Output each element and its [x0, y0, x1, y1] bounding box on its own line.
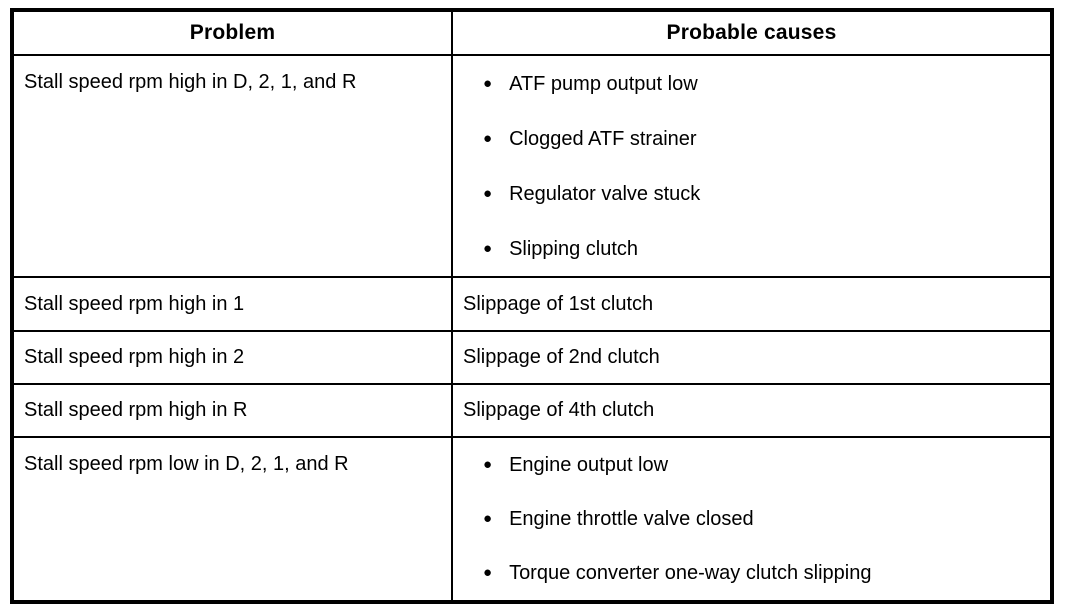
table-row-stall-high-1: Stall speed rpm high in 1 Slippage of 1s…: [11, 276, 1053, 332]
bullet-icon: ●: [483, 75, 493, 92]
cause-item: ● Clogged ATF strainer: [453, 111, 1050, 166]
bullet-icon: ●: [483, 456, 493, 474]
causes-cell: ● ATF pump output low ● Clogged ATF stra…: [451, 53, 1053, 279]
table-row-stall-high-2: Stall speed rpm high in 2 Slippage of 2n…: [11, 329, 1053, 385]
cause-text: Engine output low: [509, 453, 669, 476]
bullet-icon: ●: [483, 564, 493, 582]
cause-item: ● ATF pump output low: [453, 56, 1050, 111]
causes-cell: Slippage of 4th clutch: [451, 382, 1053, 438]
table-row-stall-high-all: Stall speed rpm high in D, 2, 1, and R ●…: [11, 53, 1053, 279]
table-row-stall-low-all: Stall speed rpm low in D, 2, 1, and R ● …: [11, 435, 1053, 604]
causes-cell: ● Engine output low ● Engine throttle va…: [451, 435, 1053, 604]
cause-item: ● Torque converter one-way clutch slippi…: [453, 546, 1050, 600]
cause-text: Torque converter one-way clutch slipping: [509, 561, 872, 584]
cause-text: Regulator valve stuck: [509, 182, 701, 205]
column-header-probable-causes: Probable causes: [451, 9, 1053, 56]
cause-text: Clogged ATF strainer: [509, 127, 697, 150]
cause-text: Engine throttle valve closed: [509, 507, 754, 530]
problem-cell: Stall speed rpm high in 1: [11, 276, 453, 332]
bullet-icon: ●: [483, 510, 493, 528]
cause-item: ● Slipping clutch: [453, 221, 1050, 276]
bullet-icon: ●: [483, 240, 493, 257]
bullet-icon: ●: [483, 185, 493, 202]
table-row-stall-high-r: Stall speed rpm high in R Slippage of 4t…: [11, 382, 1053, 438]
causes-cell: Slippage of 2nd clutch: [451, 329, 1053, 385]
causes-cell: Slippage of 1st clutch: [451, 276, 1053, 332]
cause-item: ● Engine throttle valve closed: [453, 492, 1050, 546]
cause-item: ● Engine output low: [453, 438, 1050, 492]
cause-text: ATF pump output low: [509, 72, 698, 95]
problem-cell: Stall speed rpm low in D, 2, 1, and R: [11, 435, 453, 604]
header-row: Problem Probable causes: [11, 9, 1053, 56]
column-header-problem: Problem: [11, 9, 453, 56]
problem-cell: Stall speed rpm high in D, 2, 1, and R: [11, 53, 453, 279]
cause-item: ● Regulator valve stuck: [453, 166, 1050, 221]
troubleshooting-table: Problem Probable causes Stall speed rpm …: [10, 8, 1054, 604]
problem-cell: Stall speed rpm high in R: [11, 382, 453, 438]
cause-text: Slipping clutch: [509, 237, 639, 260]
bullet-icon: ●: [483, 130, 493, 147]
problem-cell: Stall speed rpm high in 2: [11, 329, 453, 385]
